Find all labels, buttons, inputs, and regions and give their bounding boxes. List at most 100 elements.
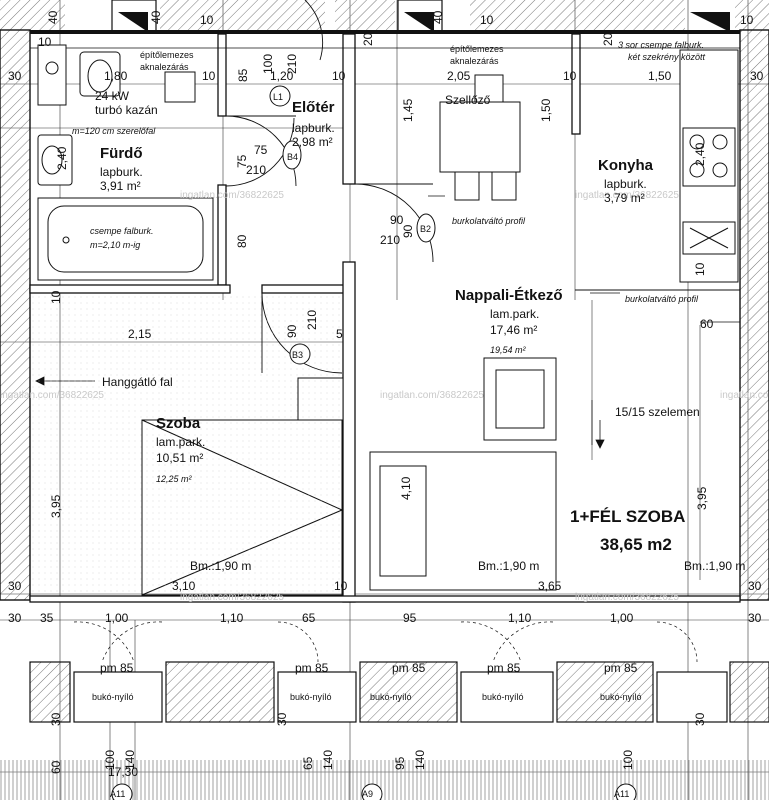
bathroom-area: 3,91 m² — [100, 179, 141, 193]
summary-line1: 1+FÉL SZOBA — [570, 507, 685, 526]
window-pm-5: pm 85 — [604, 661, 638, 675]
room-name: Szoba — [156, 415, 201, 432]
summary-line2: 38,65 m2 — [600, 535, 672, 554]
living-area2: 19,54 m² — [490, 345, 527, 355]
svg-text:30: 30 — [693, 712, 707, 726]
svg-text:100: 100 — [261, 54, 275, 74]
svg-text:210: 210 — [285, 54, 299, 74]
svg-text:1,45: 1,45 — [401, 98, 415, 122]
hall-finish: lapburk. — [292, 121, 335, 135]
cabinet-note-1: 3 sor csempe falburk. — [618, 40, 704, 50]
window-pm-4: pm 85 — [487, 661, 521, 675]
svg-text:3,65: 3,65 — [538, 579, 562, 593]
shaft-mark-right — [404, 12, 434, 32]
window-swings — [73, 621, 698, 663]
axis-a9-circle — [361, 783, 383, 800]
svg-text:140: 140 — [123, 750, 137, 770]
window-pm-1: pm 85 — [100, 661, 134, 675]
svg-text:2,15: 2,15 — [128, 327, 152, 341]
boiler-note-2: turbó kazán — [95, 103, 158, 117]
living-finish: lam.park. — [490, 307, 539, 321]
svg-text:1,50: 1,50 — [648, 69, 672, 83]
svg-text:10: 10 — [332, 69, 346, 83]
watermark-6: ingatlan.com/36822625 — [180, 592, 284, 603]
wall-left — [0, 29, 31, 601]
svg-text:20: 20 — [601, 32, 615, 46]
svg-text:100: 100 — [621, 750, 635, 770]
svg-text:2,40: 2,40 — [55, 146, 69, 170]
room-area: 10,51 m² — [156, 451, 203, 465]
profile-note-2: burkolatváltó profil — [625, 294, 699, 304]
horizontal-dimensions: 30 1,80 10 1,20 10 2,05 10 1,50 30 2,15 … — [8, 69, 764, 779]
svg-text:40: 40 — [431, 10, 445, 24]
svg-text:60: 60 — [49, 760, 63, 774]
vertical-dimensions: 40 40 20 40 20 85 100 210 1,45 1,50 2,40… — [46, 10, 709, 774]
svg-text:35: 35 — [40, 611, 54, 625]
soundwall-note: Hanggátló fal — [102, 375, 173, 389]
hall-name: Előtér — [292, 99, 335, 116]
height-bm3: Bm.:1,90 m — [684, 559, 745, 573]
axis-a11b: A11 — [614, 789, 629, 799]
watermark-7: ingatlan.com/36822625 — [575, 592, 679, 603]
watermark-2: ingatlan.com/36822625 — [575, 190, 679, 201]
bathroom-fixtures — [37, 44, 214, 281]
living-name: Nappali-Étkező — [455, 287, 563, 304]
top-dim-10-b: 10 — [200, 13, 214, 27]
top-hatch-right — [470, 0, 685, 30]
svg-text:3,95: 3,95 — [695, 486, 709, 510]
wall-top — [30, 30, 740, 34]
tiles-note-2: m=2,10 m-ig — [90, 240, 140, 250]
svg-text:1,10: 1,10 — [220, 611, 244, 625]
top-hatch-mid — [160, 0, 325, 30]
hatch-note-1: építőlemezes — [140, 50, 194, 60]
svg-text:4,10: 4,10 — [399, 476, 413, 500]
hatch-note-1b: aknalezárás — [140, 62, 189, 72]
svg-text:1,10: 1,10 — [508, 611, 532, 625]
stairs-note: 15/15 szelemen — [615, 405, 700, 419]
svg-text:65: 65 — [301, 756, 315, 770]
b2-dim-210: 210 — [380, 233, 400, 247]
svg-text:10: 10 — [563, 69, 577, 83]
top-dim-10-a: 10 — [38, 35, 52, 49]
axis-a11: A11 — [110, 789, 125, 799]
window-pm-3: pm 85 — [392, 661, 426, 675]
dining-table — [439, 74, 521, 201]
svg-text:75: 75 — [235, 154, 249, 168]
door-l1: L1 — [273, 92, 283, 102]
shaft-mark-left — [118, 12, 148, 32]
svg-text:10: 10 — [334, 579, 348, 593]
watermark-3: ingatlan.com/36822625 — [0, 390, 104, 401]
svg-text:100: 100 — [103, 750, 117, 770]
svg-text:1,20: 1,20 — [270, 69, 294, 83]
svg-text:40: 40 — [46, 10, 60, 24]
axis-a11-circle — [111, 783, 133, 800]
hall-dim-210: 210 — [246, 163, 266, 177]
bathroom-name: Fürdő — [100, 145, 143, 162]
svg-text:30: 30 — [275, 712, 289, 726]
svg-text:95: 95 — [393, 756, 407, 770]
top-hatch-left — [0, 0, 65, 30]
room-finish: lam.park. — [156, 435, 205, 449]
hall-dim-75: 75 — [254, 143, 268, 157]
kitchen-name: Konyha — [598, 157, 654, 174]
svg-text:17,30: 17,30 — [108, 765, 138, 779]
svg-text:2,05: 2,05 — [447, 69, 471, 83]
svg-text:80: 80 — [235, 234, 249, 248]
window-pm-2: pm 85 — [295, 661, 329, 675]
svg-text:210: 210 — [305, 310, 319, 330]
svg-text:65: 65 — [302, 611, 316, 625]
top-hatch-mid2 — [335, 0, 395, 30]
svg-text:10: 10 — [693, 262, 707, 276]
svg-text:30: 30 — [8, 611, 22, 625]
svg-text:30: 30 — [748, 611, 762, 625]
kitchen-area: 3,79 m² — [604, 191, 645, 205]
svg-text:20: 20 — [361, 32, 375, 46]
room-dot-texture — [30, 293, 343, 593]
height-bm1: Bm.:1,90 m — [190, 559, 251, 573]
wall-right — [739, 29, 769, 601]
kitchen-finish: lapburk. — [604, 177, 647, 191]
svg-text:85: 85 — [236, 68, 250, 82]
window-buko-1: bukó-nyíló — [92, 692, 134, 702]
hatch-note-2: építőlemezes — [450, 44, 504, 54]
b2-dim-90: 90 — [390, 213, 404, 227]
